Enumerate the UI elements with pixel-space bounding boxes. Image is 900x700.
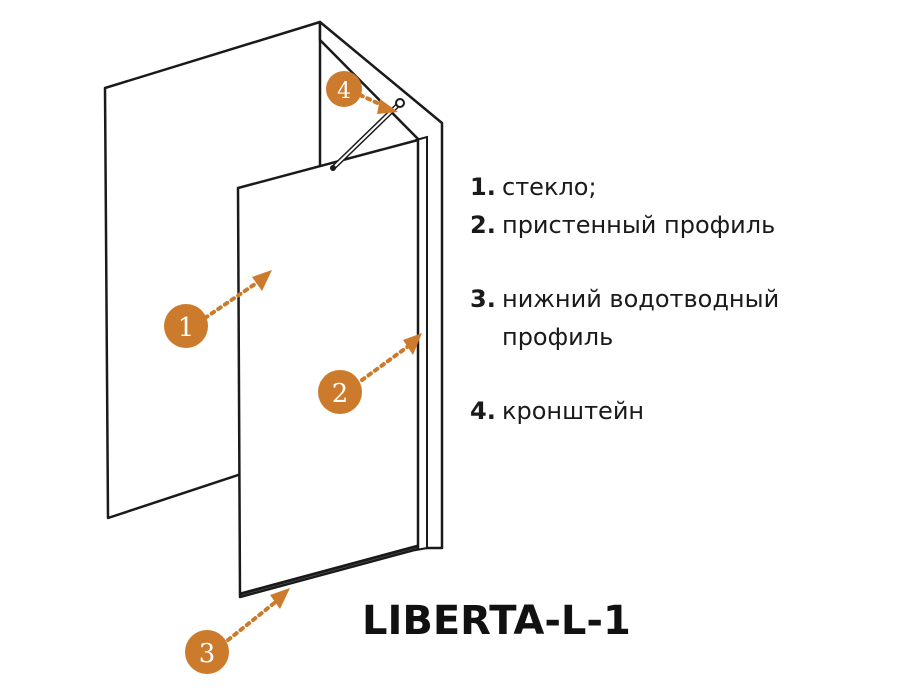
legend-num: 1. <box>470 173 496 201</box>
legend-item-3: 3. нижний водотводный профиль <box>470 280 890 356</box>
leader-2 <box>360 333 422 382</box>
marker-4-label: 4 <box>337 79 351 104</box>
bottom-profile <box>239 544 419 596</box>
legend-num: 2. <box>470 211 496 239</box>
leader-4 <box>358 93 398 114</box>
marker-1: 1 <box>164 304 208 348</box>
leader-1 <box>203 270 272 320</box>
bracket <box>330 98 405 171</box>
glass-panel <box>236 138 420 599</box>
legend-item-1: 1. стекло; <box>470 168 890 206</box>
legend-text: пристенный профиль <box>502 211 776 239</box>
legend-gap <box>470 244 890 280</box>
legend: 1. стекло; 2. пристенный профиль 3. нижн… <box>470 168 890 430</box>
marker-2: 2 <box>318 370 362 414</box>
legend-num: 4. <box>470 397 496 425</box>
model-name: LIBERTA-L-1 <box>362 598 631 644</box>
marker-2-label: 2 <box>332 379 349 409</box>
legend-item-2: 2. пристенный профиль <box>470 206 890 244</box>
marker-4: 4 <box>326 71 362 107</box>
marker-1-label: 1 <box>178 313 195 343</box>
legend-text: стекло; <box>502 173 597 201</box>
legend-num: 3. <box>470 285 496 313</box>
leader-3 <box>226 588 290 642</box>
marker-3: 3 <box>185 630 229 674</box>
legend-text: кронштейн <box>502 397 645 425</box>
legend-text: нижний водотводный профиль <box>502 285 780 351</box>
legend-gap <box>470 356 890 392</box>
legend-item-4: 4. кронштейн <box>470 392 890 430</box>
marker-3-label: 3 <box>199 639 216 669</box>
